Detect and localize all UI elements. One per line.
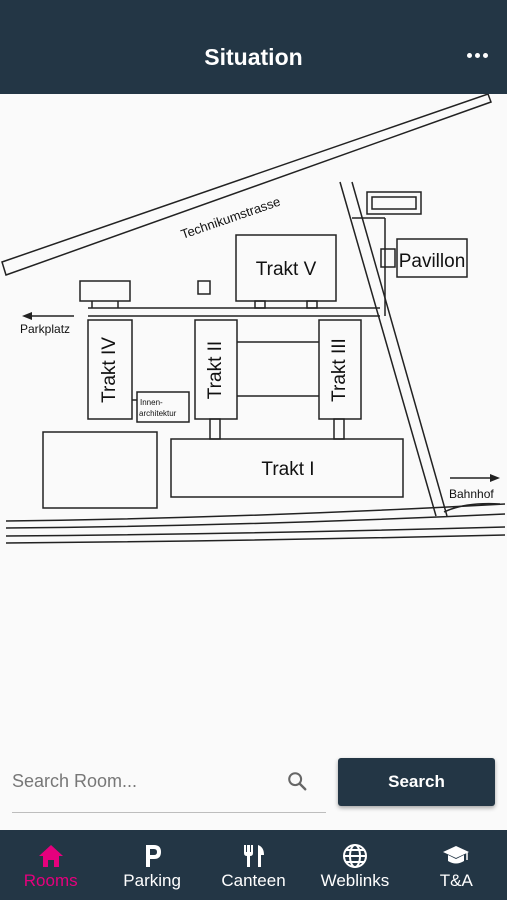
arrow-right-icon: [490, 474, 500, 482]
building-trakt-iv: [87, 319, 133, 420]
cutlery-icon: [243, 845, 264, 867]
trakt-ii-label: Trakt II: [205, 341, 226, 399]
pavillon-label: Pavillon: [399, 251, 466, 272]
innen-label-2: architektur: [139, 409, 177, 418]
app-header: Situation: [0, 0, 507, 94]
search-button[interactable]: Search: [338, 758, 495, 806]
pavillon-connector: [380, 248, 396, 268]
trakt-iii-label: Trakt III: [329, 338, 350, 402]
bottom-tab-bar: Rooms Parking Canteen Weblinks: [0, 830, 507, 900]
campus-map: Technikumstrasse Parkplatz Bahnhof Trakt…: [1, 94, 506, 544]
tab-rooms[interactable]: Rooms: [0, 830, 101, 900]
building-trakt-v: [235, 234, 337, 302]
building-annex: [366, 191, 422, 215]
trakt-i-label: Trakt I: [261, 459, 314, 480]
open-area-left: [42, 431, 158, 509]
home-icon: [38, 845, 63, 867]
search-icon[interactable]: [286, 770, 308, 792]
tab-label: Canteen: [221, 871, 286, 890]
trakt-iv-label: Trakt IV: [99, 337, 120, 403]
arrow-left-icon: [22, 312, 32, 320]
building-small-left: [79, 280, 131, 302]
search-room-field: [12, 758, 326, 813]
globe-icon: [342, 844, 367, 868]
street-technikumstrasse: [1, 94, 492, 276]
small-structure: [197, 280, 211, 295]
tab-label: T&A: [439, 871, 473, 890]
building-innenarchitektur: [136, 391, 190, 423]
innen-label-1: Innen-: [140, 398, 163, 407]
tab-parking[interactable]: Parking: [101, 830, 202, 900]
building-pavillon: [396, 238, 468, 278]
more-dots-icon[interactable]: [467, 50, 489, 60]
parking-label: Parkplatz: [20, 322, 70, 336]
tab-ta[interactable]: T&A: [406, 830, 507, 900]
page-title: Situation: [204, 44, 303, 70]
diagonal-road-right: [351, 181, 448, 517]
parking-icon: [146, 845, 162, 867]
tab-weblinks[interactable]: Weblinks: [304, 830, 405, 900]
station-label: Bahnhof: [449, 487, 494, 501]
tab-label: Parking: [123, 871, 181, 890]
tab-label: Weblinks: [320, 871, 390, 890]
diagonal-road-left: [339, 181, 437, 517]
building-trakt-i: [170, 438, 404, 498]
trakt-v-label: Trakt V: [256, 259, 317, 280]
rail-line-1: [5, 503, 506, 522]
graduation-cap-icon: [443, 846, 470, 864]
search-input[interactable]: [12, 764, 282, 798]
tab-canteen[interactable]: Canteen: [203, 830, 304, 900]
building-annex-inner: [371, 196, 417, 210]
tab-label: Rooms: [23, 871, 78, 890]
